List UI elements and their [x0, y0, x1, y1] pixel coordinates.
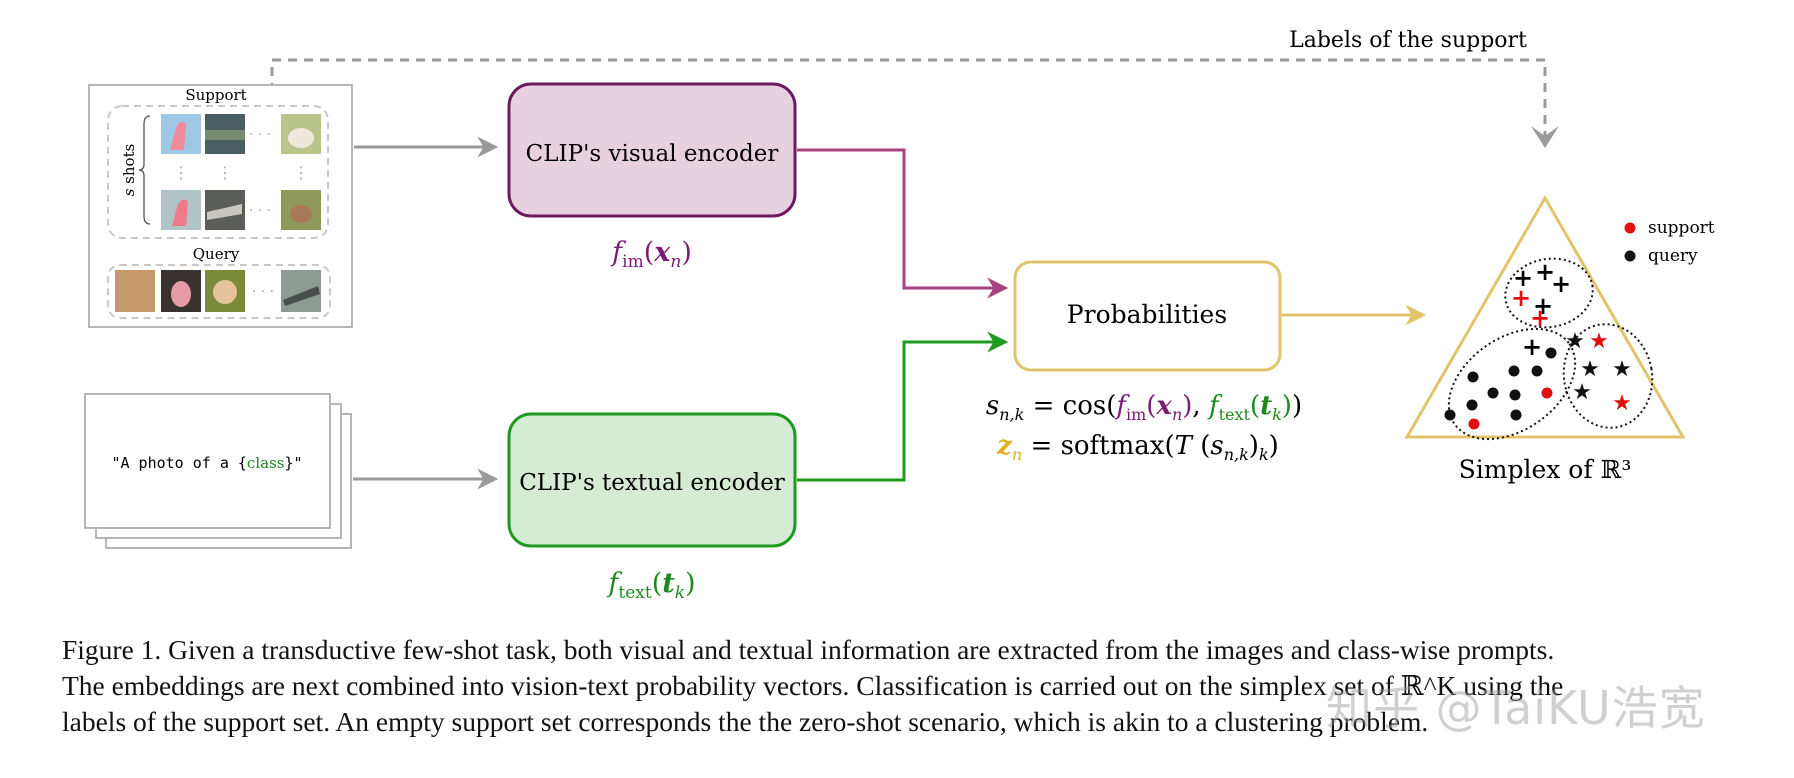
svg-text:⋮: ⋮: [173, 163, 189, 182]
prompt-card: [84, 393, 331, 529]
softmax-formula: zn = softmax(T (sn,k)k): [996, 431, 1279, 464]
plus-markers: + + + + + + +: [1511, 257, 1571, 361]
similarity-formula: sn,k = cos(fim(xn), ftext(tk)): [986, 391, 1302, 424]
prompt-text: "A photo of a {class}": [111, 454, 302, 472]
svg-text:· · ·: · · ·: [249, 127, 271, 143]
support-label: Support: [185, 86, 246, 104]
labels-support-arrowhead: [1531, 126, 1559, 148]
query-dot: [1508, 365, 1520, 377]
support-plus: +: [1511, 283, 1531, 312]
simplex-label: Simplex of ℝ³: [1459, 455, 1632, 484]
support-row-2: · · ·: [161, 190, 321, 230]
support-star: ★: [1589, 329, 1609, 354]
textual-encoder-label: CLIP's textual encoder: [519, 470, 785, 496]
visual-encoder-box: [507, 82, 797, 218]
probabilities-box: [1013, 260, 1282, 372]
figure-caption: Figure 1. Given a transductive few-shot …: [62, 632, 1742, 740]
watermark: 知乎 @TaiKU浩宽: [1326, 681, 1706, 735]
star-markers: ★ ★ ★ ★ ★ ★: [1565, 329, 1632, 416]
f-text-formula: ftext(tk): [606, 568, 695, 603]
query-star: ★: [1572, 380, 1592, 405]
probabilities-label: Probabilities: [1067, 300, 1227, 329]
cluster-plus: [1504, 257, 1594, 329]
caption-line-2: The embeddings are next combined into vi…: [62, 670, 1564, 701]
prompt-cards: "A photo of a {class}": [84, 393, 352, 549]
query-star: ★: [1580, 357, 1600, 382]
query-plus: +: [1513, 263, 1533, 292]
legend-support-dot: [1624, 222, 1636, 234]
query-star: ★: [1612, 357, 1632, 382]
query-rabbit-thumb: [115, 270, 155, 312]
legend-query-dot: [1624, 250, 1636, 262]
query-plus: +: [1535, 257, 1555, 286]
support-row-1: · · ·: [161, 114, 321, 154]
support-set-box: [107, 105, 329, 239]
shots-label: s shots: [120, 144, 138, 197]
svg-text:· · ·: · · ·: [252, 284, 274, 300]
textual-encoder-box: [507, 412, 797, 548]
visual-encoder-label: CLIP's visual encoder: [526, 141, 779, 167]
support-plus: +: [1530, 303, 1550, 332]
caption-line-1: Figure 1. Given a transductive few-shot …: [62, 634, 1555, 665]
query-dot: [1510, 409, 1522, 421]
query-label: Query: [193, 245, 240, 263]
query-plus: +: [1522, 332, 1542, 361]
support-dot: [1468, 418, 1480, 430]
support-dot: [1541, 387, 1553, 399]
simplex-legend: support query: [1624, 218, 1715, 266]
query-plus: +: [1551, 269, 1571, 298]
shots-brace: [138, 115, 151, 225]
query-dot: [1466, 399, 1478, 411]
svg-text:⋮: ⋮: [217, 163, 233, 182]
support-star: ★: [1612, 391, 1632, 416]
dot-markers: [1444, 347, 1557, 430]
svg-text:⋮: ⋮: [293, 163, 309, 182]
legend-support-label: support: [1648, 218, 1715, 238]
query-dot: [1444, 409, 1456, 421]
labels-support-text: Labels of the support: [1289, 28, 1527, 53]
visual-to-prob-arrow: [797, 148, 1009, 299]
query-plus: +: [1533, 291, 1553, 320]
query-dot: [1545, 347, 1557, 359]
query-dot: [1531, 365, 1543, 377]
query-dot: [1467, 371, 1479, 383]
query-set-box: [107, 264, 331, 319]
legend-query-label: query: [1648, 246, 1698, 266]
labels-support-arrow: [270, 58, 1547, 146]
query-dot: [1509, 389, 1521, 401]
svg-text:· · ·: · · ·: [249, 203, 271, 219]
query-dot: [1487, 387, 1499, 399]
textual-to-prob-arrow: [797, 331, 1009, 482]
caption-line-3: labels of the support set. An empty supp…: [62, 706, 1429, 737]
f-im-formula: fim(xn): [610, 237, 692, 272]
query-star: ★: [1565, 329, 1585, 354]
query-row: · · ·: [115, 270, 321, 312]
cluster-dot: [1447, 327, 1577, 441]
pipeline-diagram: Labels of the support Support s shots · …: [84, 28, 1715, 603]
cluster-star: [1562, 323, 1654, 429]
